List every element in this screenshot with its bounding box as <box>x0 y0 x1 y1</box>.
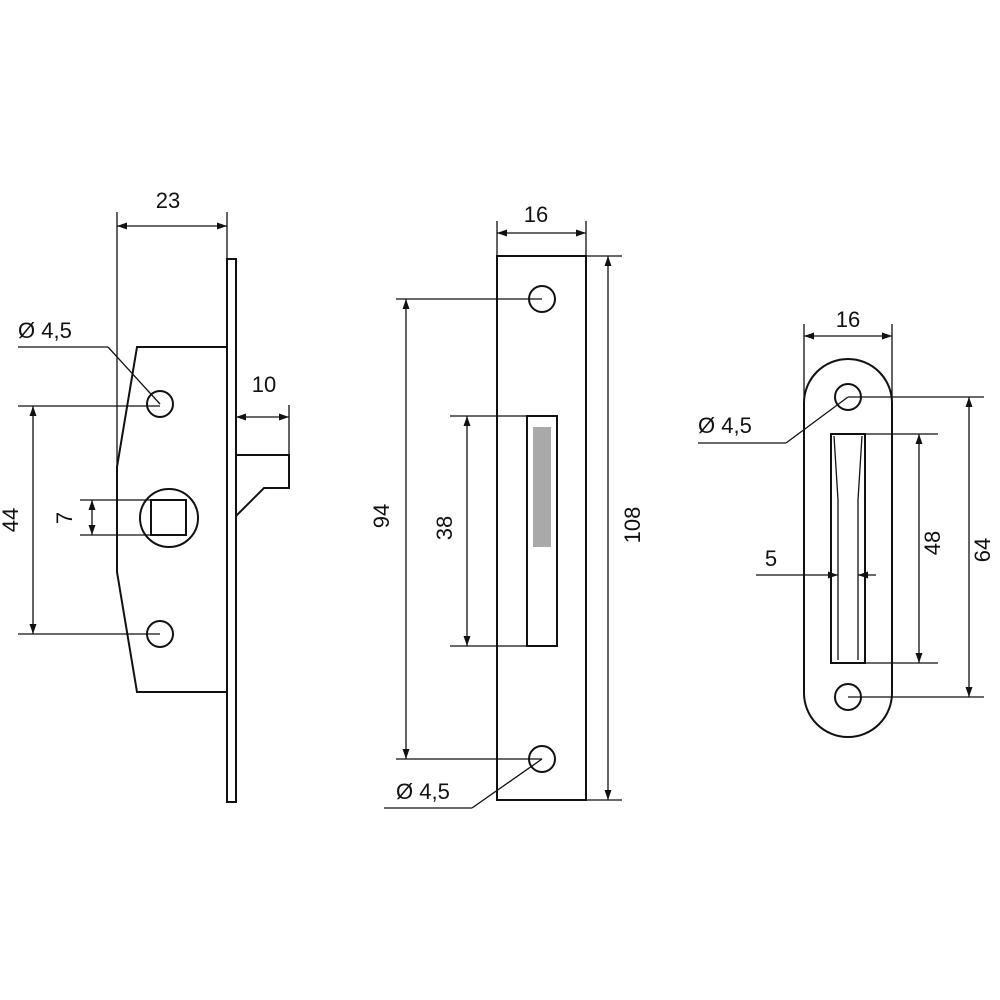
dim-48-label: 48 <box>920 531 945 555</box>
strike-hole-leader-slant <box>471 758 543 809</box>
strike-plate-view: 16 108 94 38 Ø 4,5 <box>369 202 645 809</box>
latch-bolt <box>235 454 290 519</box>
lock-body-view: 23 10 Ø 4,5 44 7 <box>0 188 290 803</box>
dim-38-label: 38 <box>432 516 457 540</box>
dim-108-label: 108 <box>620 507 645 544</box>
dim-16-strike-label: 16 <box>524 202 548 227</box>
lock-faceplate <box>226 258 237 803</box>
dim-16-rounded-label: 16 <box>836 307 860 332</box>
dim-5-label: 5 <box>765 546 777 571</box>
slot-taper-left <box>833 435 839 660</box>
slot-taper-right <box>857 435 863 660</box>
dim-64-label: 64 <box>970 538 995 562</box>
spindle-square <box>150 499 187 536</box>
rounded-hole-leader-slant <box>785 396 849 444</box>
rounded-hole-dia-label: Ø 4,5 <box>698 413 752 438</box>
dim-94-label: 94 <box>369 504 394 528</box>
strike-slot-shade <box>533 427 551 547</box>
strike-hole-dia-label: Ø 4,5 <box>396 779 450 804</box>
lock-hole-leader-slant <box>107 346 161 405</box>
dim-23-label: 23 <box>156 188 180 213</box>
dim-10-label: 10 <box>252 372 276 397</box>
lock-hole-dia-label: Ø 4,5 <box>18 318 72 343</box>
rounded-plate-view: 16 64 48 5 Ø 4,5 <box>698 307 995 738</box>
dim-44-label: 44 <box>0 508 23 532</box>
dim-7-label: 7 <box>52 512 77 524</box>
